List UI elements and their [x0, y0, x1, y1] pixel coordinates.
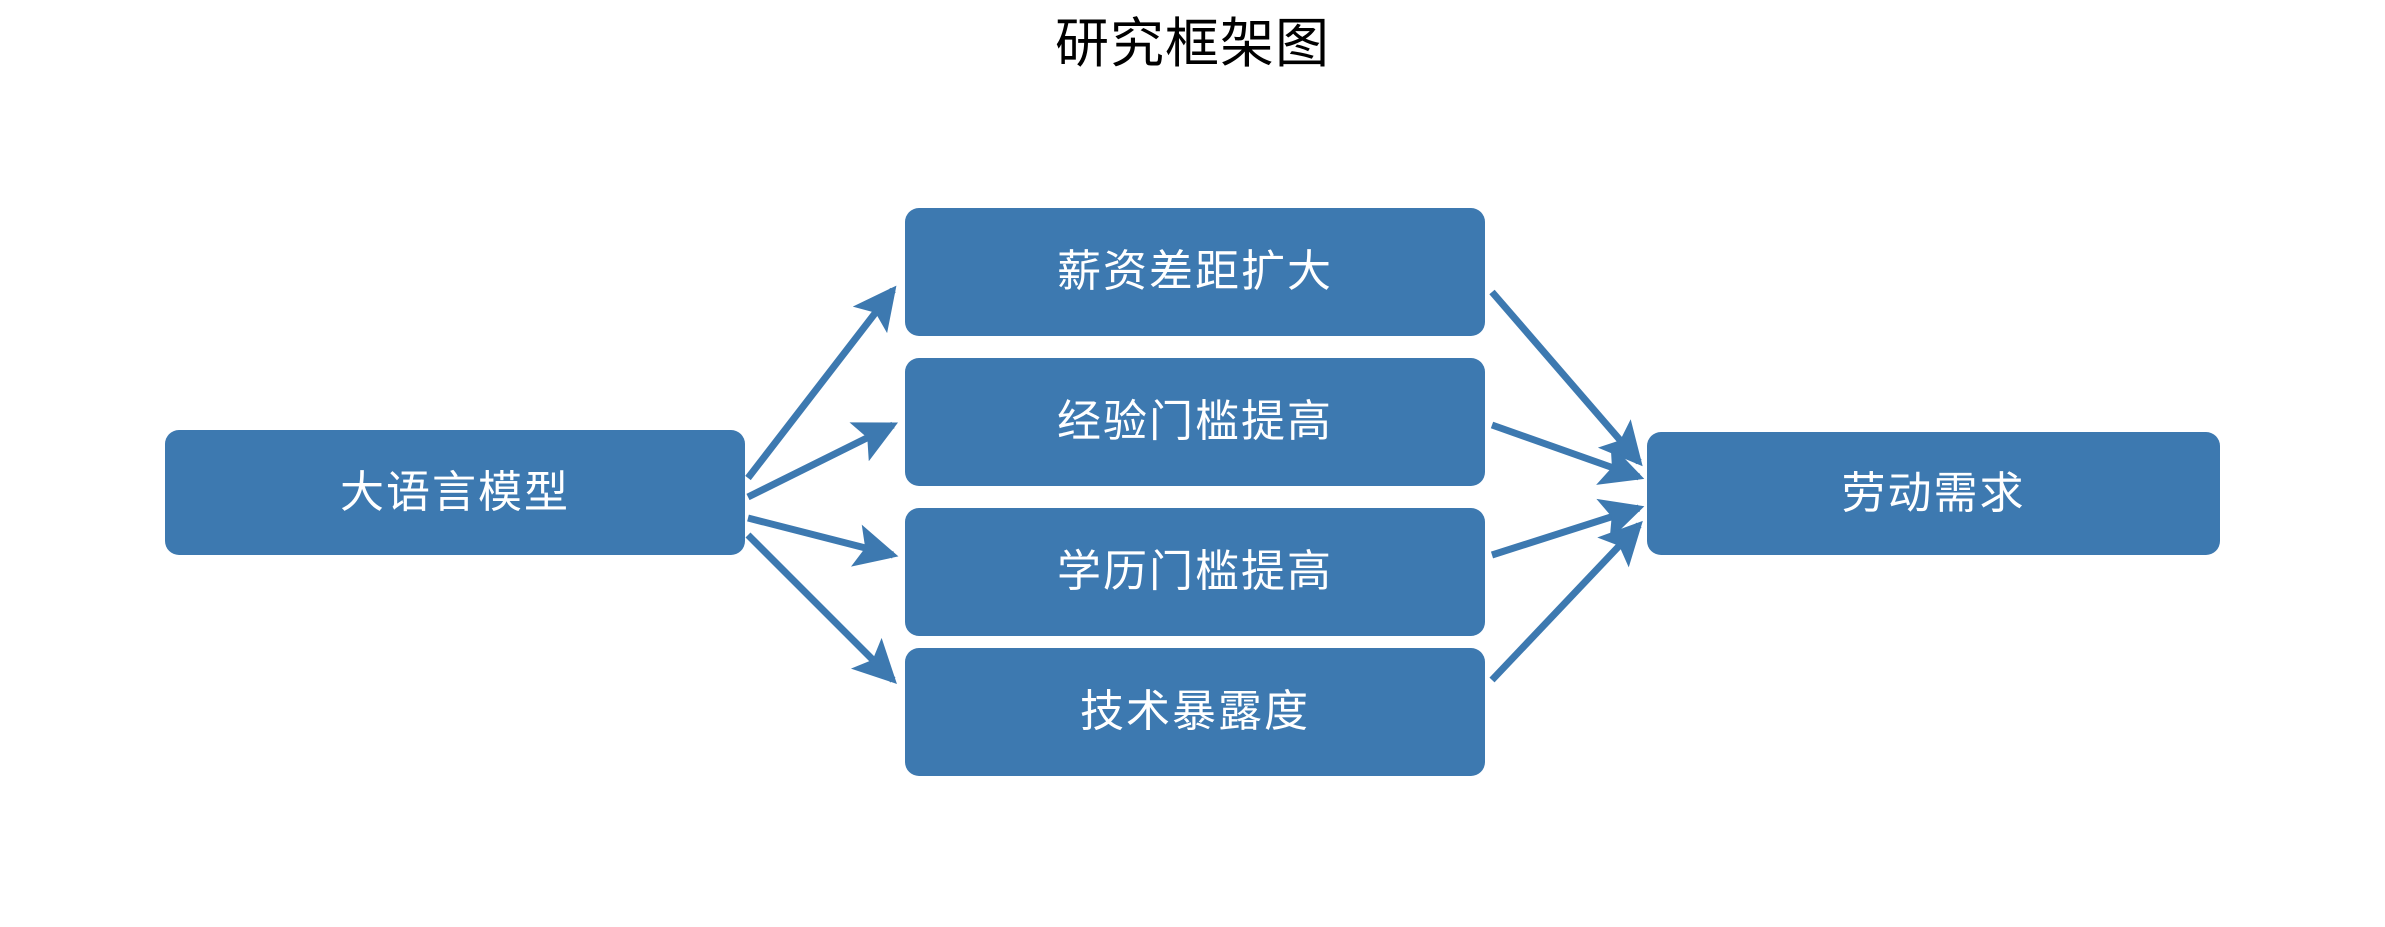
edge-llm-to-tech-exposure	[745, 532, 897, 684]
node-education-threshold[interactable]: 学历门槛提高	[905, 508, 1485, 636]
edge-experience-threshold-to-labor-demand	[1490, 421, 1645, 485]
edge-llm-to-wage-gap	[745, 285, 897, 481]
edge-llm-to-experience-threshold	[746, 421, 899, 501]
edge-llm-to-education-threshold	[747, 514, 899, 567]
node-tech-exposure[interactable]: 技术暴露度	[905, 648, 1485, 776]
node-llm[interactable]: 大语言模型	[165, 430, 745, 555]
node-experience-threshold[interactable]: 经验门槛提高	[905, 358, 1485, 486]
edge-wage-gap-to-labor-demand	[1489, 289, 1643, 467]
edge-tech-exposure-to-labor-demand	[1489, 520, 1643, 683]
edge-education-threshold-to-labor-demand	[1490, 498, 1645, 559]
node-wage-gap[interactable]: 薪资差距扩大	[905, 208, 1485, 336]
node-labor-demand[interactable]: 劳动需求	[1647, 432, 2220, 555]
page-title: 研究框架图	[1055, 14, 1330, 74]
